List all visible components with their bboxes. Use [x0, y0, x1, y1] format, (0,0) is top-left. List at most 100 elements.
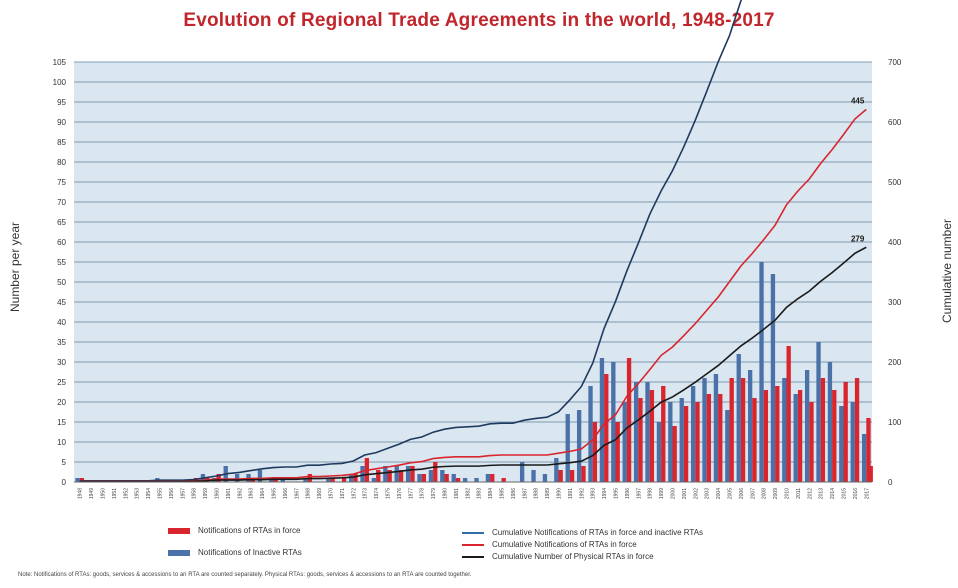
bar-inactive	[713, 374, 719, 482]
bar-inactive	[576, 410, 582, 482]
x-tick-label: 1952	[123, 488, 129, 499]
bar-inactive	[839, 406, 844, 482]
x-tick-label: 1962	[237, 488, 243, 499]
x-tick-label: 1978	[420, 488, 426, 499]
x-tick-label: 1985	[500, 488, 506, 499]
x-tick-label: 1957	[180, 488, 186, 499]
x-tick-label: 1999	[659, 488, 665, 499]
bar-inactive	[622, 402, 627, 482]
bar-inactive	[747, 370, 753, 482]
y-tick-left: 40	[57, 318, 66, 327]
bar-in-force	[638, 398, 643, 482]
x-tick-label: 1949	[89, 488, 95, 499]
x-tick-label: 1992	[579, 488, 585, 499]
bar-in-force	[797, 390, 803, 482]
y-tick-right: 0	[888, 478, 893, 487]
bar-inactive	[531, 470, 536, 482]
x-tick-label: 1976	[397, 488, 403, 499]
x-tick-label: 1948	[78, 488, 84, 499]
y-tick-left: 55	[57, 258, 66, 267]
x-tick-label: 1998	[648, 488, 654, 499]
bar-in-force	[866, 418, 871, 482]
line-cumulative-physical	[79, 246, 867, 483]
x-tick-label: 1991	[568, 488, 574, 499]
x-tick-label: 1967	[294, 488, 300, 499]
bar-inactive	[793, 394, 798, 482]
y-tick-right: 400	[888, 238, 902, 247]
bar-inactive	[405, 466, 411, 482]
bar-inactive	[702, 378, 707, 482]
x-tick-label: 2017	[864, 488, 870, 499]
legend-label: Cumulative Number of Physical RTAs in fo…	[492, 552, 654, 561]
bar-in-force	[501, 478, 506, 482]
x-tick-label: 2000	[671, 488, 677, 499]
x-tick-label: 2011	[796, 488, 802, 499]
bar-in-force	[672, 426, 677, 482]
x-tick-label: 1965	[272, 488, 278, 499]
x-tick-label: 1977	[408, 488, 414, 499]
bar-in-force	[832, 390, 837, 482]
bar-inactive	[588, 386, 593, 482]
legend-item-cum-in-force: Cumulative Notifications of RTAs in forc…	[462, 540, 637, 549]
bar-in-force	[854, 378, 860, 482]
y-tick-right: 300	[888, 298, 902, 307]
x-tick-label: 1954	[146, 488, 152, 499]
y-tick-right: 100	[888, 418, 902, 427]
x-tick-label: 1983	[477, 488, 483, 499]
legend-swatch	[168, 527, 190, 534]
x-tick-label: 1972	[351, 488, 357, 499]
legend-swatch	[168, 549, 190, 556]
bar-in-force	[695, 402, 700, 482]
bar-in-force	[444, 474, 449, 482]
x-tick-label: 1950	[101, 488, 107, 499]
line-cumulative-in-force	[79, 108, 867, 483]
x-tick-label: 1951	[112, 488, 118, 499]
y-tick-left: 15	[57, 418, 66, 427]
x-tick-label: 1994	[602, 488, 608, 499]
bar-inactive	[383, 466, 388, 482]
x-tick-label: 1970	[329, 488, 335, 499]
bar-inactive	[474, 478, 479, 482]
legend-item-inactive-bars: Notifications of Inactive RTAs	[168, 548, 302, 557]
x-tick-label: 2010	[785, 488, 791, 499]
bar-inactive	[417, 474, 422, 482]
x-tick-label: 1995	[614, 488, 620, 499]
bar-in-force	[581, 466, 586, 482]
y-tick-left: 90	[57, 118, 66, 127]
bar-in-force-end	[870, 466, 873, 482]
line-end-label: 279	[851, 234, 865, 243]
x-tick-label: 2006	[739, 488, 745, 499]
bar-in-force	[387, 470, 392, 482]
x-tick-label: 2007	[750, 488, 756, 499]
legend-swatch	[462, 543, 484, 546]
bar-inactive	[519, 462, 525, 482]
bar-in-force	[558, 470, 563, 482]
x-tick-label: 2009	[773, 488, 779, 499]
bar-inactive	[804, 370, 810, 482]
x-tick-label: 2003	[705, 488, 711, 499]
bar-in-force	[763, 390, 769, 482]
chart-note: Note: Notifications of RTAs: goods, serv…	[18, 572, 472, 578]
y-tick-left: 45	[57, 298, 66, 307]
bar-in-force	[353, 474, 358, 482]
bar-in-force	[604, 374, 609, 482]
bar-inactive	[645, 382, 650, 482]
y-tick-left: 85	[57, 138, 66, 147]
bar-in-force	[843, 382, 848, 482]
x-tick-label: 2014	[830, 488, 836, 499]
y-tick-right: 700	[888, 58, 902, 67]
x-tick-label: 2015	[842, 488, 848, 499]
x-tick-label: 1958	[192, 488, 198, 499]
bar-inactive	[611, 362, 616, 482]
legend-item-in-force-bars: Notifications of RTAs in force	[168, 526, 300, 535]
bar-inactive	[303, 478, 308, 482]
bar-inactive	[725, 410, 730, 482]
x-tick-label: 1993	[591, 488, 597, 499]
bar-inactive	[850, 402, 855, 482]
bar-in-force	[729, 378, 734, 482]
bar-inactive	[782, 378, 787, 482]
bar-in-force	[752, 398, 757, 482]
bar-in-force	[490, 474, 495, 482]
x-tick-label: 2016	[853, 488, 859, 499]
x-tick-label: 1973	[363, 488, 369, 499]
